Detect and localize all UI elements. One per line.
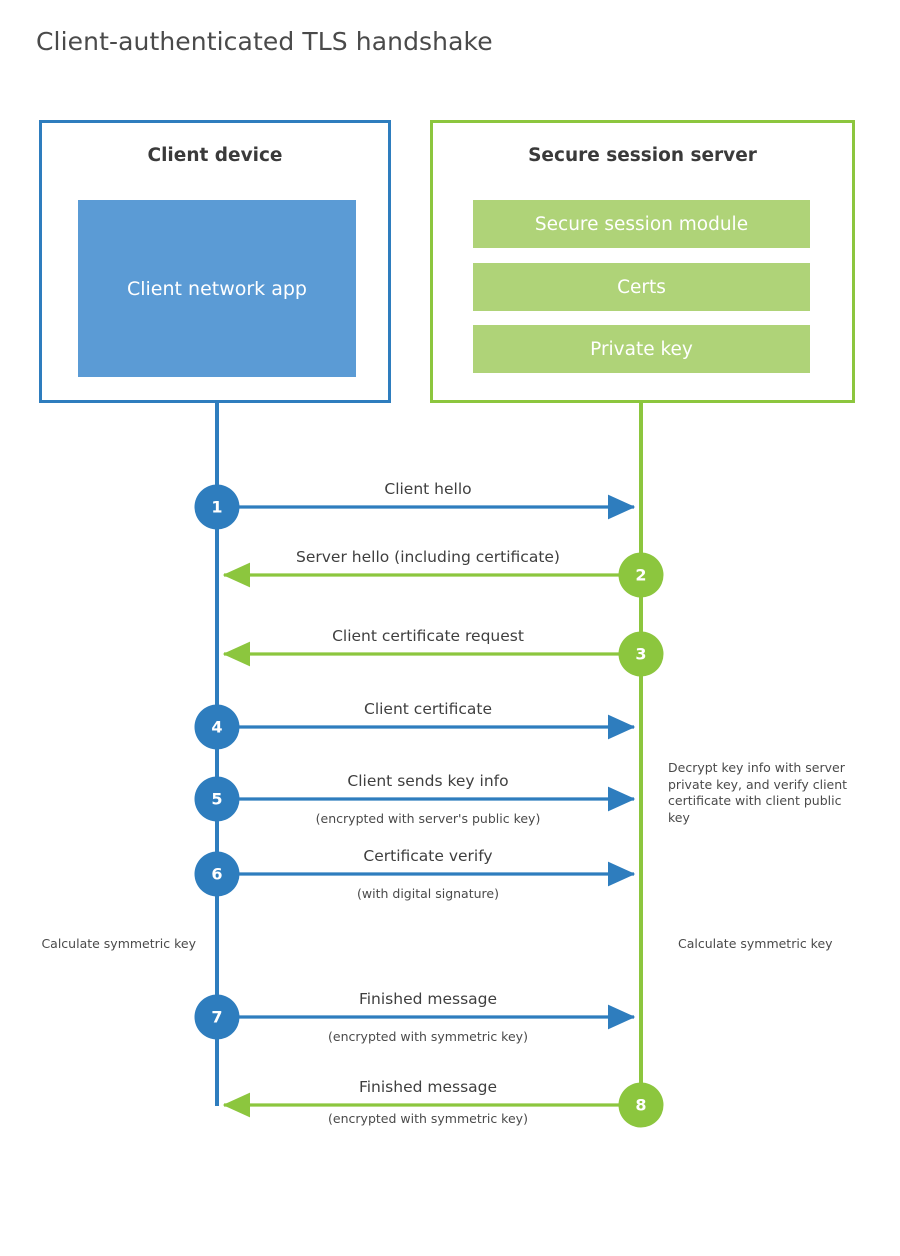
- step-label-3: Client certificate request: [332, 627, 524, 645]
- step-badge-5: 5: [194, 776, 240, 822]
- server-component-private-key: Private key: [473, 325, 810, 373]
- step-label-2: Server hello (including certificate): [296, 548, 560, 566]
- secure-session-server-title: Secure session server: [528, 145, 757, 166]
- note-server-calculate-symmetric-key: Calculate symmetric key: [678, 936, 833, 951]
- server-component-secure-session-module: Secure session module: [473, 200, 810, 248]
- step-badge-6-number: 6: [211, 865, 222, 884]
- step-label-5: Client sends key info: [347, 772, 509, 790]
- step-label-6: Certificate verify: [363, 847, 493, 865]
- client-device-panel: Client device Client network app: [39, 120, 391, 403]
- step-sublabel-8: (encrypted with symmetric key): [328, 1111, 528, 1126]
- step-badge-6: 6: [194, 851, 240, 897]
- step-badge-4-number: 4: [211, 718, 222, 737]
- note-server-decrypt: Decrypt key info with server private key…: [668, 760, 848, 825]
- client-device-title: Client device: [147, 145, 283, 166]
- secure-session-server-panel: Secure session server Secure session mod…: [430, 120, 855, 403]
- step-badge-5-number: 5: [211, 790, 222, 809]
- step-sublabel-6: (with digital signature): [357, 886, 499, 901]
- step-badge-4: 4: [194, 704, 240, 750]
- step-badge-7-number: 7: [211, 1008, 222, 1027]
- step-badge-1-number: 1: [211, 498, 222, 517]
- step-label-7: Finished message: [358, 990, 498, 1008]
- note-client-calculate-symmetric-key: Calculate symmetric key: [41, 936, 196, 951]
- step-badge-8: 8: [618, 1082, 664, 1128]
- step-badge-7: 7: [194, 994, 240, 1040]
- server-component-certs: Certs: [473, 263, 810, 311]
- page-title: Client-authenticated TLS handshake: [36, 27, 493, 56]
- step-badge-2: 2: [618, 552, 664, 598]
- step-badge-2-number: 2: [635, 566, 646, 585]
- step-badge-1: 1: [194, 484, 240, 530]
- step-badge-3-number: 3: [635, 645, 646, 664]
- step-sublabel-5: (encrypted with server's public key): [315, 811, 541, 826]
- step-sublabel-7: (encrypted with symmetric key): [328, 1029, 528, 1044]
- client-network-app-block: Client network app: [78, 200, 356, 377]
- step-badge-3: 3: [618, 631, 664, 677]
- step-label-1: Client hello: [384, 480, 472, 498]
- step-label-8: Finished message: [358, 1078, 498, 1096]
- step-label-4: Client certificate: [363, 700, 493, 718]
- step-badge-8-number: 8: [635, 1096, 646, 1115]
